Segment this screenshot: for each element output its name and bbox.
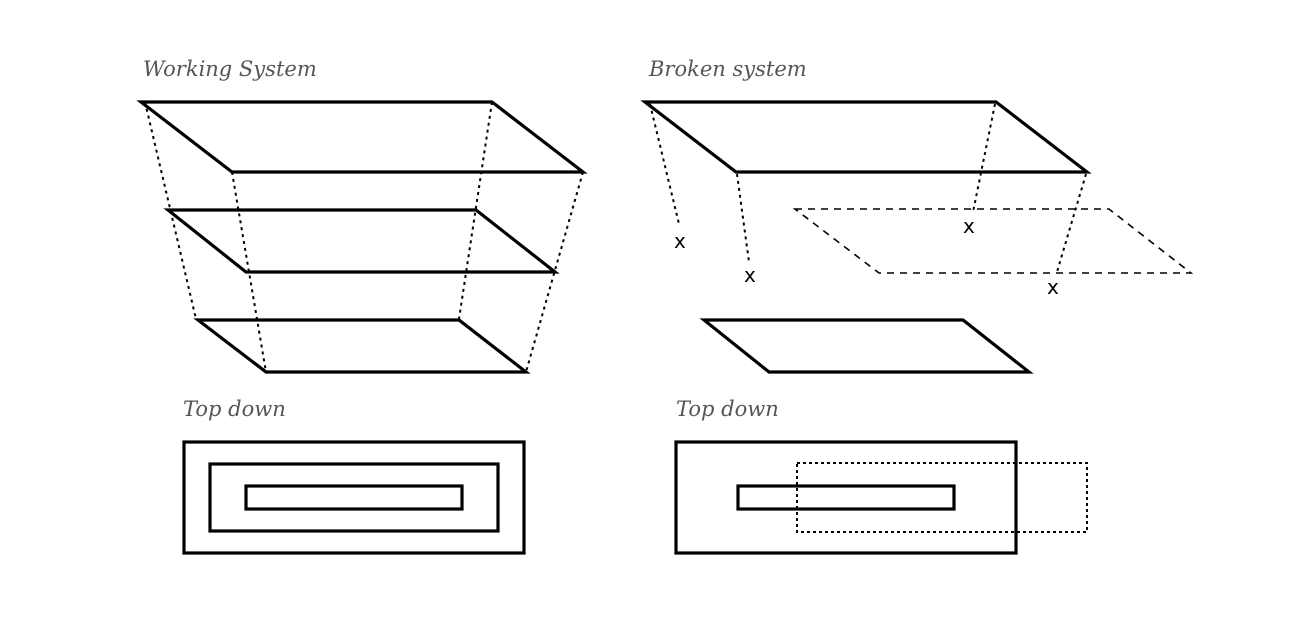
break-markers: x x x x <box>674 214 1059 299</box>
connector-back-right <box>458 101 493 320</box>
top-down-middle-rect <box>208 462 500 533</box>
broken-connector-front-right <box>1056 173 1087 273</box>
working-system-panel: Working System <box>136 57 588 374</box>
top-down-inner-rect <box>244 484 464 511</box>
connector-back-left <box>144 101 197 320</box>
broken-connector-back-left <box>649 103 680 225</box>
broken-connector-back-right <box>972 103 996 213</box>
broken-top-layer <box>640 100 1092 174</box>
broken-system-title: Broken system <box>648 57 807 81</box>
working-system-title: Working System <box>143 57 317 81</box>
top-down-working-title: Top down <box>183 397 286 421</box>
top-down-working-panel: Top down <box>182 397 526 555</box>
working-top-layer <box>136 100 588 174</box>
connector-front-left <box>231 171 267 373</box>
break-marker-x: x <box>744 263 756 287</box>
top-down-broken-panel: Top down <box>674 397 1088 555</box>
top-down-outer-rect <box>182 440 526 555</box>
top-down-broken-displaced-rect <box>796 462 1088 533</box>
working-middle-layer <box>163 208 560 274</box>
top-down-broken-inner-rect <box>736 484 956 511</box>
working-bottom-layer <box>193 318 531 374</box>
top-down-broken-title: Top down <box>676 397 779 421</box>
broken-system-panel: Broken system x x x x <box>640 57 1194 374</box>
break-marker-x: x <box>963 214 975 238</box>
break-marker-x: x <box>674 229 686 253</box>
break-marker-x: x <box>1047 275 1059 299</box>
broken-connector-front-left <box>736 173 750 263</box>
broken-bottom-layer <box>699 318 1034 374</box>
working-connectors <box>144 101 584 373</box>
broken-connectors <box>649 103 1087 273</box>
broken-displaced-middle-layer <box>792 208 1194 274</box>
top-down-broken-outer-rect <box>674 440 1018 555</box>
